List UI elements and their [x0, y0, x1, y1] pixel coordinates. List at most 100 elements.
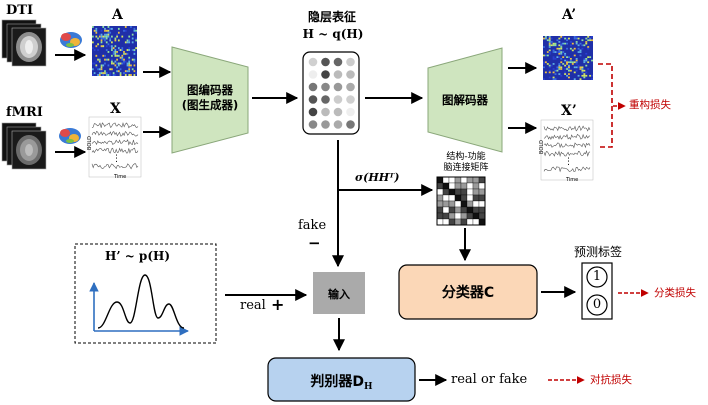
conn-matrix	[436, 176, 486, 226]
matrix-cell	[548, 42, 551, 45]
matrix-cell	[102, 54, 105, 57]
signal-trace	[91, 147, 139, 154]
conn-cell	[478, 182, 486, 190]
matrix-cell	[558, 63, 561, 65]
matrix-cell	[566, 56, 568, 58]
matrix-cell	[550, 37, 553, 40]
conn-cell	[472, 194, 480, 202]
matrix-cell	[131, 68, 134, 71]
signal-trace	[91, 163, 139, 170]
matrix-cell	[562, 42, 565, 45]
matrix-cell	[92, 26, 94, 28]
matrix-cell	[579, 42, 582, 45]
conn-cell	[454, 200, 462, 208]
matrix-cell	[126, 52, 129, 55]
matrix-cell	[112, 47, 115, 50]
matrix-cell	[552, 42, 555, 45]
matrix-cell	[107, 51, 110, 53]
matrix-cell	[552, 49, 555, 52]
matrix-cell	[583, 44, 586, 47]
feature-signals-x-prime	[540, 119, 594, 181]
latent-formula: H ~ q(H)	[302, 27, 364, 41]
predict-bottom-circle	[586, 294, 608, 316]
prior-formula: H’ ~ p(H)	[105, 249, 171, 263]
matrix-cell	[558, 47, 561, 50]
matrix-cell	[117, 47, 120, 50]
matrix-cell	[560, 42, 563, 45]
matrix-cell	[104, 58, 106, 61]
matrix-cell	[133, 58, 136, 61]
matrix-cell	[560, 66, 563, 69]
matrix-cell	[104, 72, 106, 75]
matrix-cell	[123, 60, 125, 63]
matrix-cell	[111, 62, 113, 65]
matrix-cell	[95, 54, 98, 57]
class-loss-label: 分类损失	[654, 287, 696, 299]
matrix-cell	[568, 76, 570, 79]
matrix-cell	[562, 51, 565, 53]
matrix-cell	[575, 58, 578, 60]
matrix-cell	[97, 49, 99, 51]
matrix-cell	[111, 45, 113, 48]
matrix-cell	[95, 27, 98, 30]
adj-label-a-prime: A’	[562, 7, 577, 23]
matrix-cell	[552, 51, 555, 53]
matrix-cell	[562, 36, 565, 38]
matrix-cell	[581, 66, 584, 69]
conn-cell	[448, 200, 456, 208]
matrix-cell	[569, 47, 572, 50]
matrix-cell	[568, 69, 570, 72]
fmri-scan-stack	[1, 122, 47, 170]
matrix-cell	[587, 56, 590, 58]
latent-dot	[321, 107, 330, 117]
matrix-cell	[95, 31, 98, 34]
matrix-cell	[95, 29, 98, 32]
matrix-cell	[585, 52, 588, 55]
matrix-cell	[102, 45, 105, 48]
adj-label-a: A	[112, 7, 123, 23]
matrix-cell	[98, 33, 101, 36]
matrix-cell	[98, 74, 101, 76]
matrix-cell	[128, 60, 131, 63]
matrix-cell	[107, 33, 110, 36]
matrix-cell	[133, 52, 136, 55]
matrix-cell	[95, 35, 98, 38]
matrix-cell	[98, 60, 101, 63]
matrix-cell	[98, 58, 101, 61]
matrix-cell	[544, 54, 547, 57]
matrix-cell	[119, 49, 122, 51]
conn-cell	[478, 212, 486, 220]
matrix-cell	[573, 37, 576, 40]
matrix-cell	[107, 64, 110, 67]
conn-cell	[466, 200, 474, 208]
matrix-cell	[112, 74, 115, 76]
matrix-cell	[128, 74, 131, 76]
matrix-cell	[577, 64, 580, 67]
latent-dot	[308, 70, 318, 79]
feat-label-x-prime: X’	[561, 103, 577, 119]
latent-dot	[308, 107, 318, 117]
feat-label-x: X	[110, 101, 121, 117]
matrix-cell	[544, 36, 547, 38]
matrix-cell	[558, 56, 561, 58]
matrix-cell	[104, 62, 106, 65]
conn-cell	[454, 176, 462, 184]
matrix-cell	[124, 72, 127, 75]
conn-cell	[472, 218, 480, 226]
x-signal-ylabel: BOLD	[86, 136, 93, 150]
matrix-cell	[560, 74, 563, 77]
matrix-cell	[111, 49, 113, 51]
conn-cell	[466, 176, 474, 184]
signal-trace	[543, 142, 591, 149]
matrix-cell	[587, 39, 590, 42]
matrix-cell	[100, 35, 103, 38]
conn-frame	[436, 176, 486, 226]
matrix-cell	[111, 35, 113, 38]
conn-cell	[454, 212, 462, 220]
matrix-cell	[100, 70, 103, 73]
matrix-cell	[566, 42, 568, 45]
matrix-cell	[114, 51, 117, 53]
matrix-cell	[92, 68, 94, 71]
matrix-cell	[558, 64, 561, 67]
conn-cell	[466, 218, 474, 226]
